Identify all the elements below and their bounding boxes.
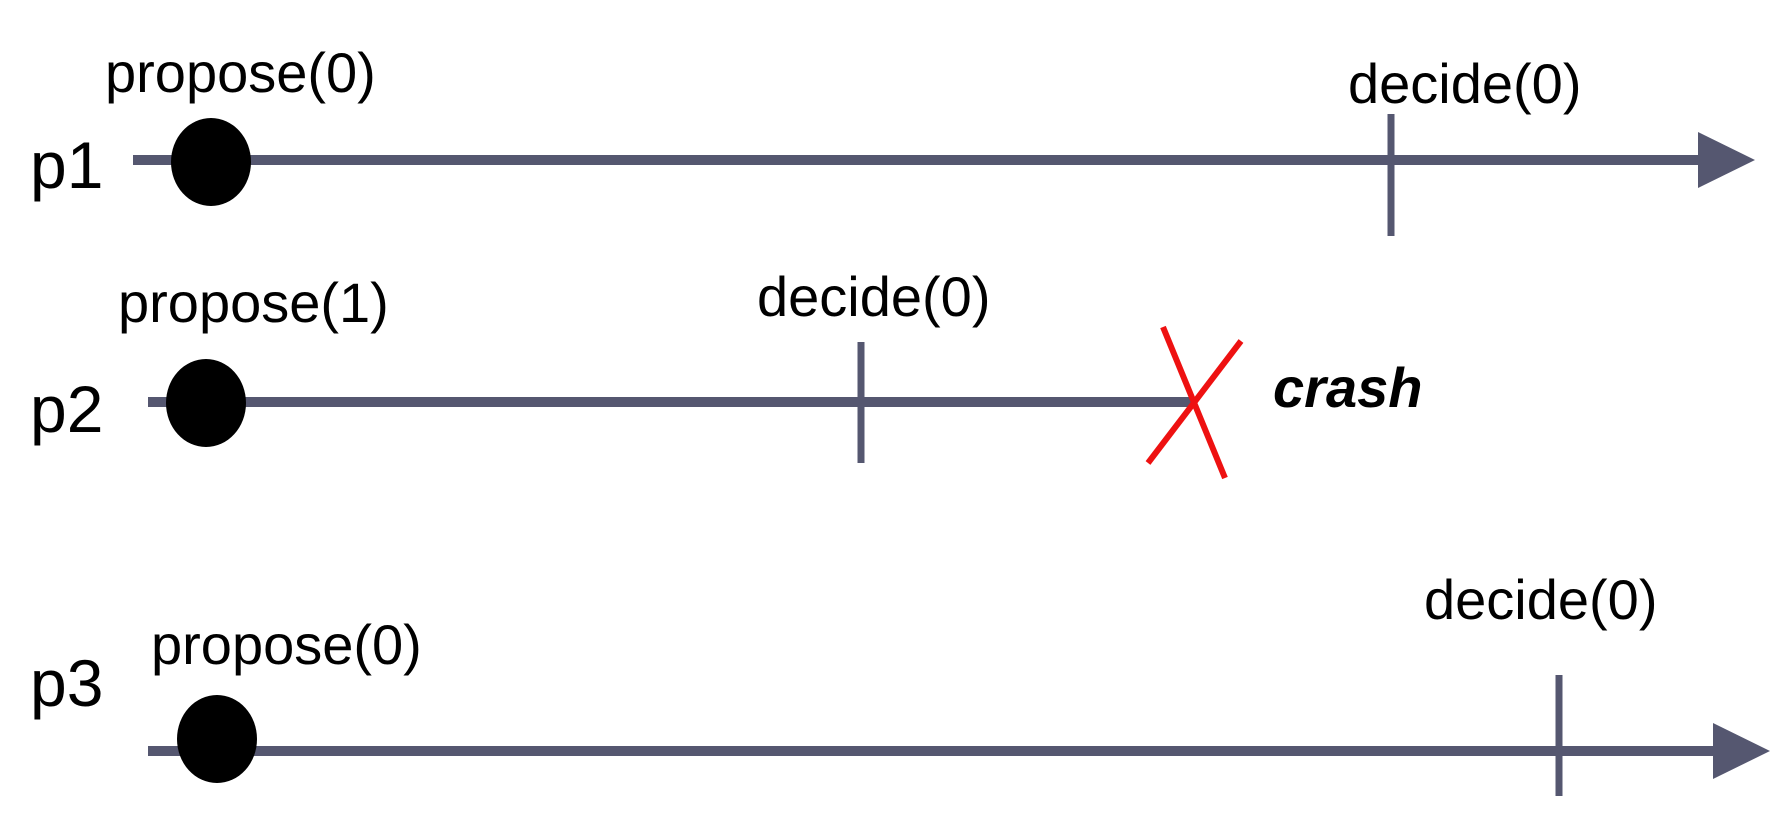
propose-dot-p1 <box>171 118 251 206</box>
propose-label-p2: propose(1) <box>118 271 389 334</box>
arrowhead-p3 <box>1713 723 1770 779</box>
propose-dot-p3 <box>177 695 257 783</box>
process-label-p3: p3 <box>30 646 103 720</box>
crash-label: crash <box>1273 356 1422 419</box>
decide-label-p3: decide(0) <box>1424 568 1657 631</box>
propose-label-p3: propose(0) <box>151 613 422 676</box>
process-label-p2: p2 <box>30 372 103 446</box>
decide-label-p1: decide(0) <box>1348 52 1581 115</box>
crash-x-mark <box>1145 325 1244 480</box>
decide-label-p2: decide(0) <box>757 265 990 328</box>
arrowhead-p1 <box>1698 132 1755 188</box>
process-p2: p2 propose(1) decide(0) crash <box>30 265 1422 480</box>
propose-dot-p2 <box>166 359 246 447</box>
process-p1: p1 propose(0) decide(0) <box>30 41 1755 236</box>
propose-label-p1: propose(0) <box>105 41 376 104</box>
crash-stroke-2 <box>1145 339 1244 465</box>
process-label-p1: p1 <box>30 128 103 202</box>
process-p3: p3 propose(0) decide(0) <box>30 568 1770 796</box>
